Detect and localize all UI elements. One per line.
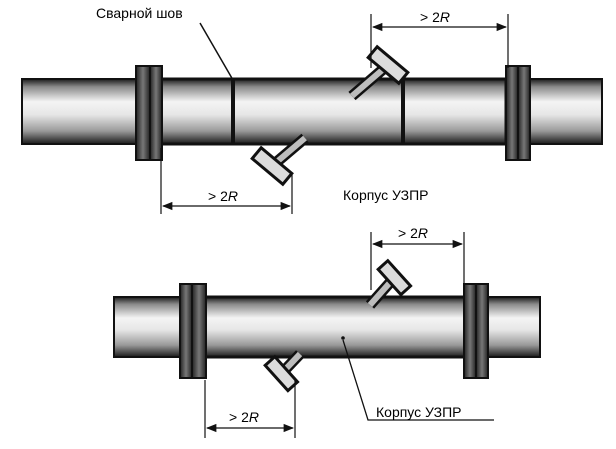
bottom-body (202, 295, 470, 359)
bottom-left-pipe (113, 296, 187, 358)
top-transducer-upper (348, 44, 410, 101)
bottom-transducer-upper (365, 258, 413, 309)
weld-seam-label: Сварной шов (96, 5, 183, 21)
top-assembly: Сварной шов > 2R > 2R Корпус УЗПР (21, 5, 603, 214)
top-body (158, 77, 508, 146)
top-dim2-label: > 2R (208, 188, 238, 204)
top-right-flange-inner (517, 65, 531, 161)
top-right-flange-outer (505, 65, 519, 161)
top-left-flange-outer (135, 65, 151, 161)
top-left-pipe (21, 78, 141, 145)
bottom-right-pipe (483, 296, 541, 358)
bottom-body-label: Корпус УЗПР (376, 404, 461, 420)
bottom-left-flange-outer (179, 283, 193, 379)
top-dim-label: > 2R (420, 9, 450, 25)
bottom-assembly: Корпус УЗПР > 2R > 2R (113, 225, 541, 438)
bottom-right-flange-inner (475, 283, 489, 379)
bottom-left-flange-inner (191, 283, 207, 379)
top-right-pipe (525, 78, 603, 145)
top-transducer-lower (250, 133, 309, 187)
bottom-right-flange-outer (463, 283, 477, 379)
bottom-dim2-label: > 2R (229, 409, 259, 425)
bottom-body-leader (342, 339, 494, 421)
weld-seam-leader (199, 22, 234, 81)
top-left-flange-inner (149, 65, 163, 161)
bottom-dim-label: > 2R (398, 225, 428, 241)
bottom-body-point (341, 336, 345, 340)
bottom-transducer-lower (263, 350, 304, 393)
top-body-label: Корпус УЗПР (343, 187, 428, 203)
